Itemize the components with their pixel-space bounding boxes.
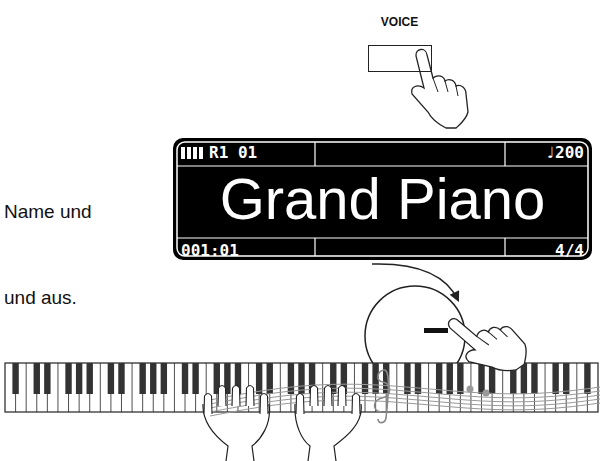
- white-key: [174, 363, 175, 412]
- black-key: [139, 363, 145, 394]
- black-key: [478, 363, 484, 394]
- piano-icon: [181, 147, 203, 159]
- minus-mark: [424, 328, 448, 333]
- icon-key: [181, 147, 185, 159]
- black-key: [362, 363, 368, 394]
- measure: 001:01: [181, 243, 239, 259]
- black-key: [563, 363, 569, 394]
- black-key: [531, 363, 537, 394]
- black-key: [457, 363, 463, 394]
- icon-key: [199, 147, 203, 159]
- black-key: [44, 363, 50, 394]
- body-text: und aus.: [4, 288, 77, 309]
- finger: [246, 386, 254, 407]
- finger: [338, 386, 346, 407]
- finger-crease: [477, 322, 508, 351]
- black-key: [415, 363, 421, 394]
- white-key: [322, 363, 323, 412]
- icon-key: [187, 147, 191, 159]
- black-key: [447, 363, 453, 394]
- lcd-display: R1 01 ♩200Grand Piano 001:01 4/4: [173, 138, 592, 260]
- black-key: [108, 363, 114, 394]
- black-key: [256, 363, 262, 394]
- icon-key: [193, 147, 197, 159]
- white-key: [132, 363, 133, 412]
- hand-outline: [443, 293, 534, 390]
- voice-button: VOICE: [368, 45, 432, 72]
- finger: [324, 386, 332, 407]
- body-text: Name und: [4, 202, 92, 223]
- right-hand: [295, 386, 361, 461]
- note-head: [483, 390, 490, 397]
- frame-divider: [177, 142, 588, 256]
- black-key: [161, 363, 167, 394]
- hand-outline: [295, 404, 361, 461]
- voice-name: Grand Piano: [220, 170, 546, 228]
- note-head: [467, 386, 474, 393]
- black-key: [288, 363, 294, 394]
- treble-clef: [375, 370, 390, 423]
- hand-outline: [412, 49, 468, 128]
- turn-arrow: [372, 264, 458, 300]
- white-key: [100, 363, 101, 412]
- black-key: [404, 363, 410, 394]
- white-key: [57, 363, 58, 412]
- black-key: [182, 363, 188, 394]
- finger: [352, 394, 360, 415]
- finger: [232, 386, 240, 407]
- black-key: [298, 363, 304, 394]
- white-key: [396, 363, 397, 412]
- voice-number: R1 01: [209, 145, 257, 161]
- white-key: [26, 363, 27, 412]
- time-signature: 4/4: [555, 243, 584, 259]
- black-key: [552, 363, 558, 394]
- finger: [204, 394, 212, 415]
- frame-line: [177, 142, 588, 256]
- black-key: [87, 363, 93, 394]
- tempo: ♩200: [545, 145, 584, 161]
- left-hand: [203, 386, 270, 461]
- black-key: [34, 363, 40, 394]
- dial-hand: [443, 293, 534, 390]
- white-key: [576, 363, 577, 412]
- finger: [296, 394, 304, 415]
- finger: [310, 386, 318, 407]
- button-label: VOICE: [381, 16, 418, 28]
- black-key: [521, 363, 527, 394]
- finger: [218, 386, 226, 407]
- pointing-hand: [412, 49, 468, 128]
- finger: [260, 394, 268, 415]
- finger-crease: [433, 78, 458, 96]
- black-key: [192, 363, 198, 394]
- black-key: [65, 363, 71, 394]
- black-key: [150, 363, 156, 394]
- black-key: [12, 363, 18, 394]
- black-key: [118, 363, 124, 394]
- black-key: [76, 363, 82, 394]
